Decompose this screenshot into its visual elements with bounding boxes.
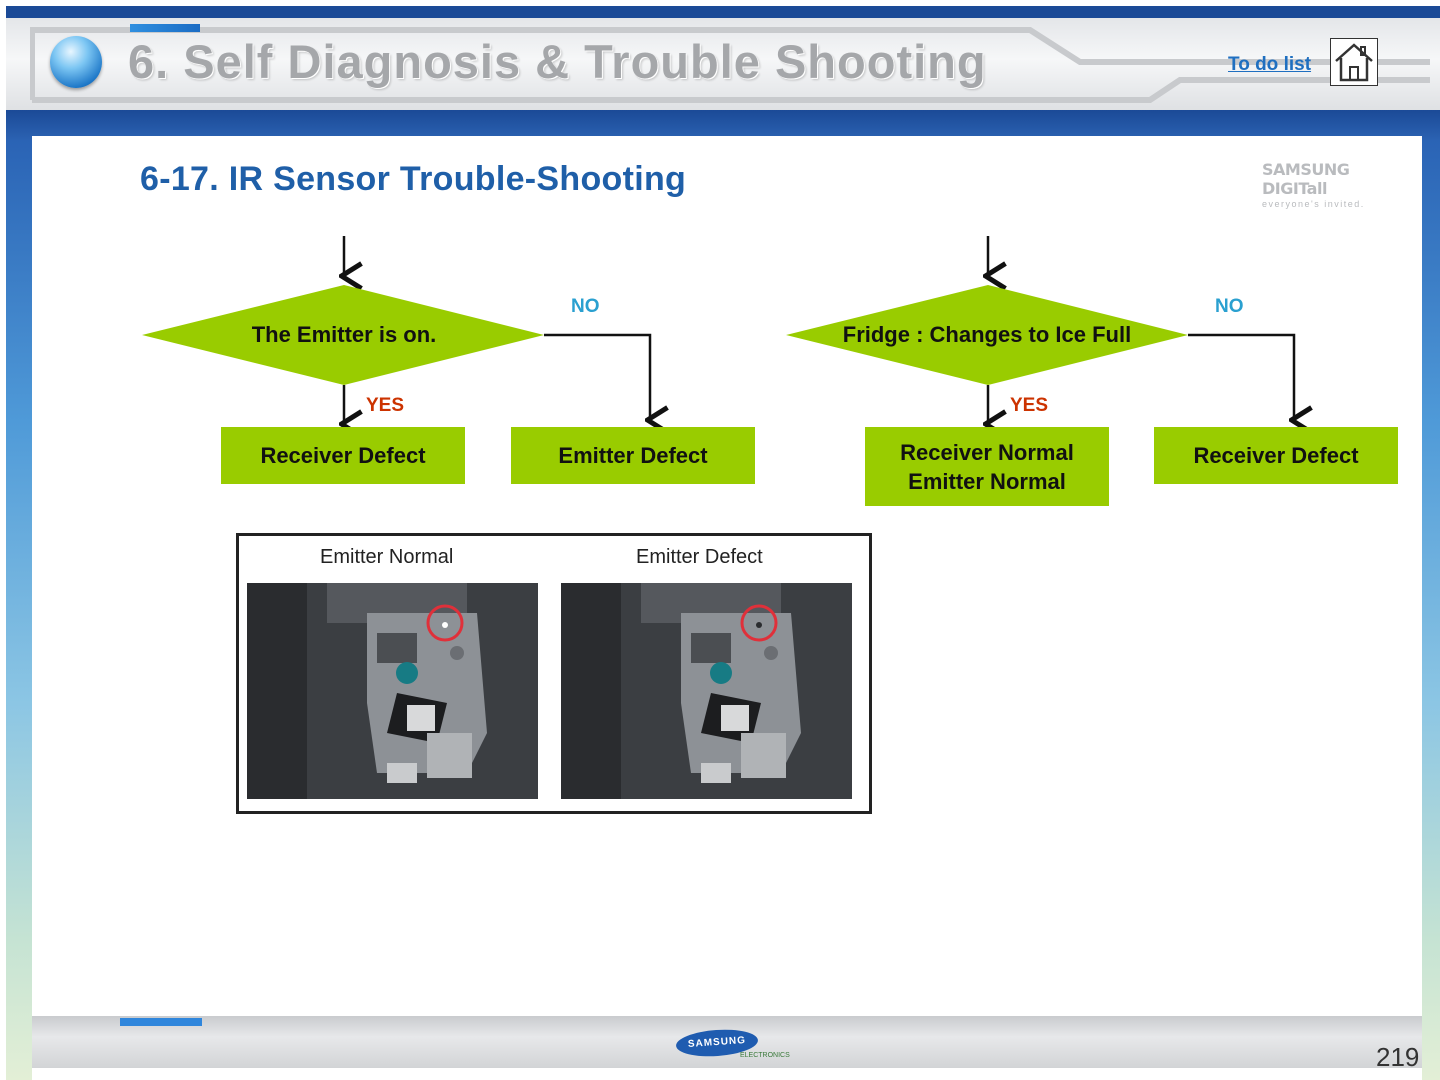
header-accent: [130, 24, 200, 32]
samsung-digitall-logo: SAMSUNG DIGITall everyone's invited.: [1262, 160, 1412, 209]
page-title: 6. Self Diagnosis & Trouble Shooting: [128, 35, 987, 88]
receiver-defect-box-right: Receiver Defect: [1154, 427, 1398, 484]
title-frame: [30, 26, 1430, 103]
box-label-line-2: Emitter Normal: [908, 468, 1066, 494]
decision-label-left: The Emitter is on.: [251, 322, 437, 347]
box-label-line-1: Receiver Normal: [900, 439, 1074, 465]
yes-label-right: YES: [1010, 395, 1049, 416]
decision-diamond-left: [142, 285, 544, 385]
header-blue-band: [6, 110, 1440, 140]
emitter-defect-box: Emitter Defect: [511, 427, 755, 484]
right-decor-strip: [1422, 140, 1440, 1080]
decision-diamond-right: [786, 285, 1188, 385]
yes-label-left: YES: [366, 395, 405, 416]
section-title: 6-17. IR Sensor Trouble-Shooting: [140, 160, 687, 198]
no-label-left: NO: [571, 296, 600, 317]
no-arrow-left: [544, 333, 650, 420]
page-number: 219: [1376, 1042, 1420, 1072]
photo-caption-normal: Emitter Normal: [320, 546, 454, 568]
no-label-right: NO: [1215, 296, 1244, 317]
box-label: Receiver Defect: [1193, 443, 1359, 468]
home-icon: [1335, 43, 1373, 82]
box-label: Emitter Defect: [558, 443, 708, 468]
receiver-emitter-normal-box: Receiver Normal Emitter Normal: [865, 427, 1109, 506]
emitter-normal-photo: [247, 583, 538, 799]
photo-caption-defect: Emitter Defect: [636, 546, 763, 568]
decision-label-right: Fridge : Changes to Ice Full: [842, 322, 1132, 347]
brand-line-2: everyone's invited.: [1262, 199, 1365, 209]
no-arrow-right: [1188, 333, 1294, 420]
home-button[interactable]: [1330, 38, 1378, 86]
left-decor-strip: [6, 140, 32, 1080]
emitter-defect-photo: [561, 583, 852, 799]
top-edge: [0, 0, 1440, 6]
todo-list-link[interactable]: To do list: [1228, 54, 1312, 75]
samsung-logo-subtext: ELECTRONICS: [740, 1052, 790, 1059]
photo-comparison-panel: Emitter Normal Emitter Defect: [236, 533, 872, 814]
globe-icon: [50, 36, 102, 88]
top-blue-bar: [6, 6, 1440, 18]
footer-accent: [120, 1018, 202, 1026]
box-label: Receiver Defect: [260, 443, 426, 468]
brand-line-1: SAMSUNG DIGITall: [1262, 160, 1350, 198]
receiver-defect-box-left: Receiver Defect: [221, 427, 465, 484]
